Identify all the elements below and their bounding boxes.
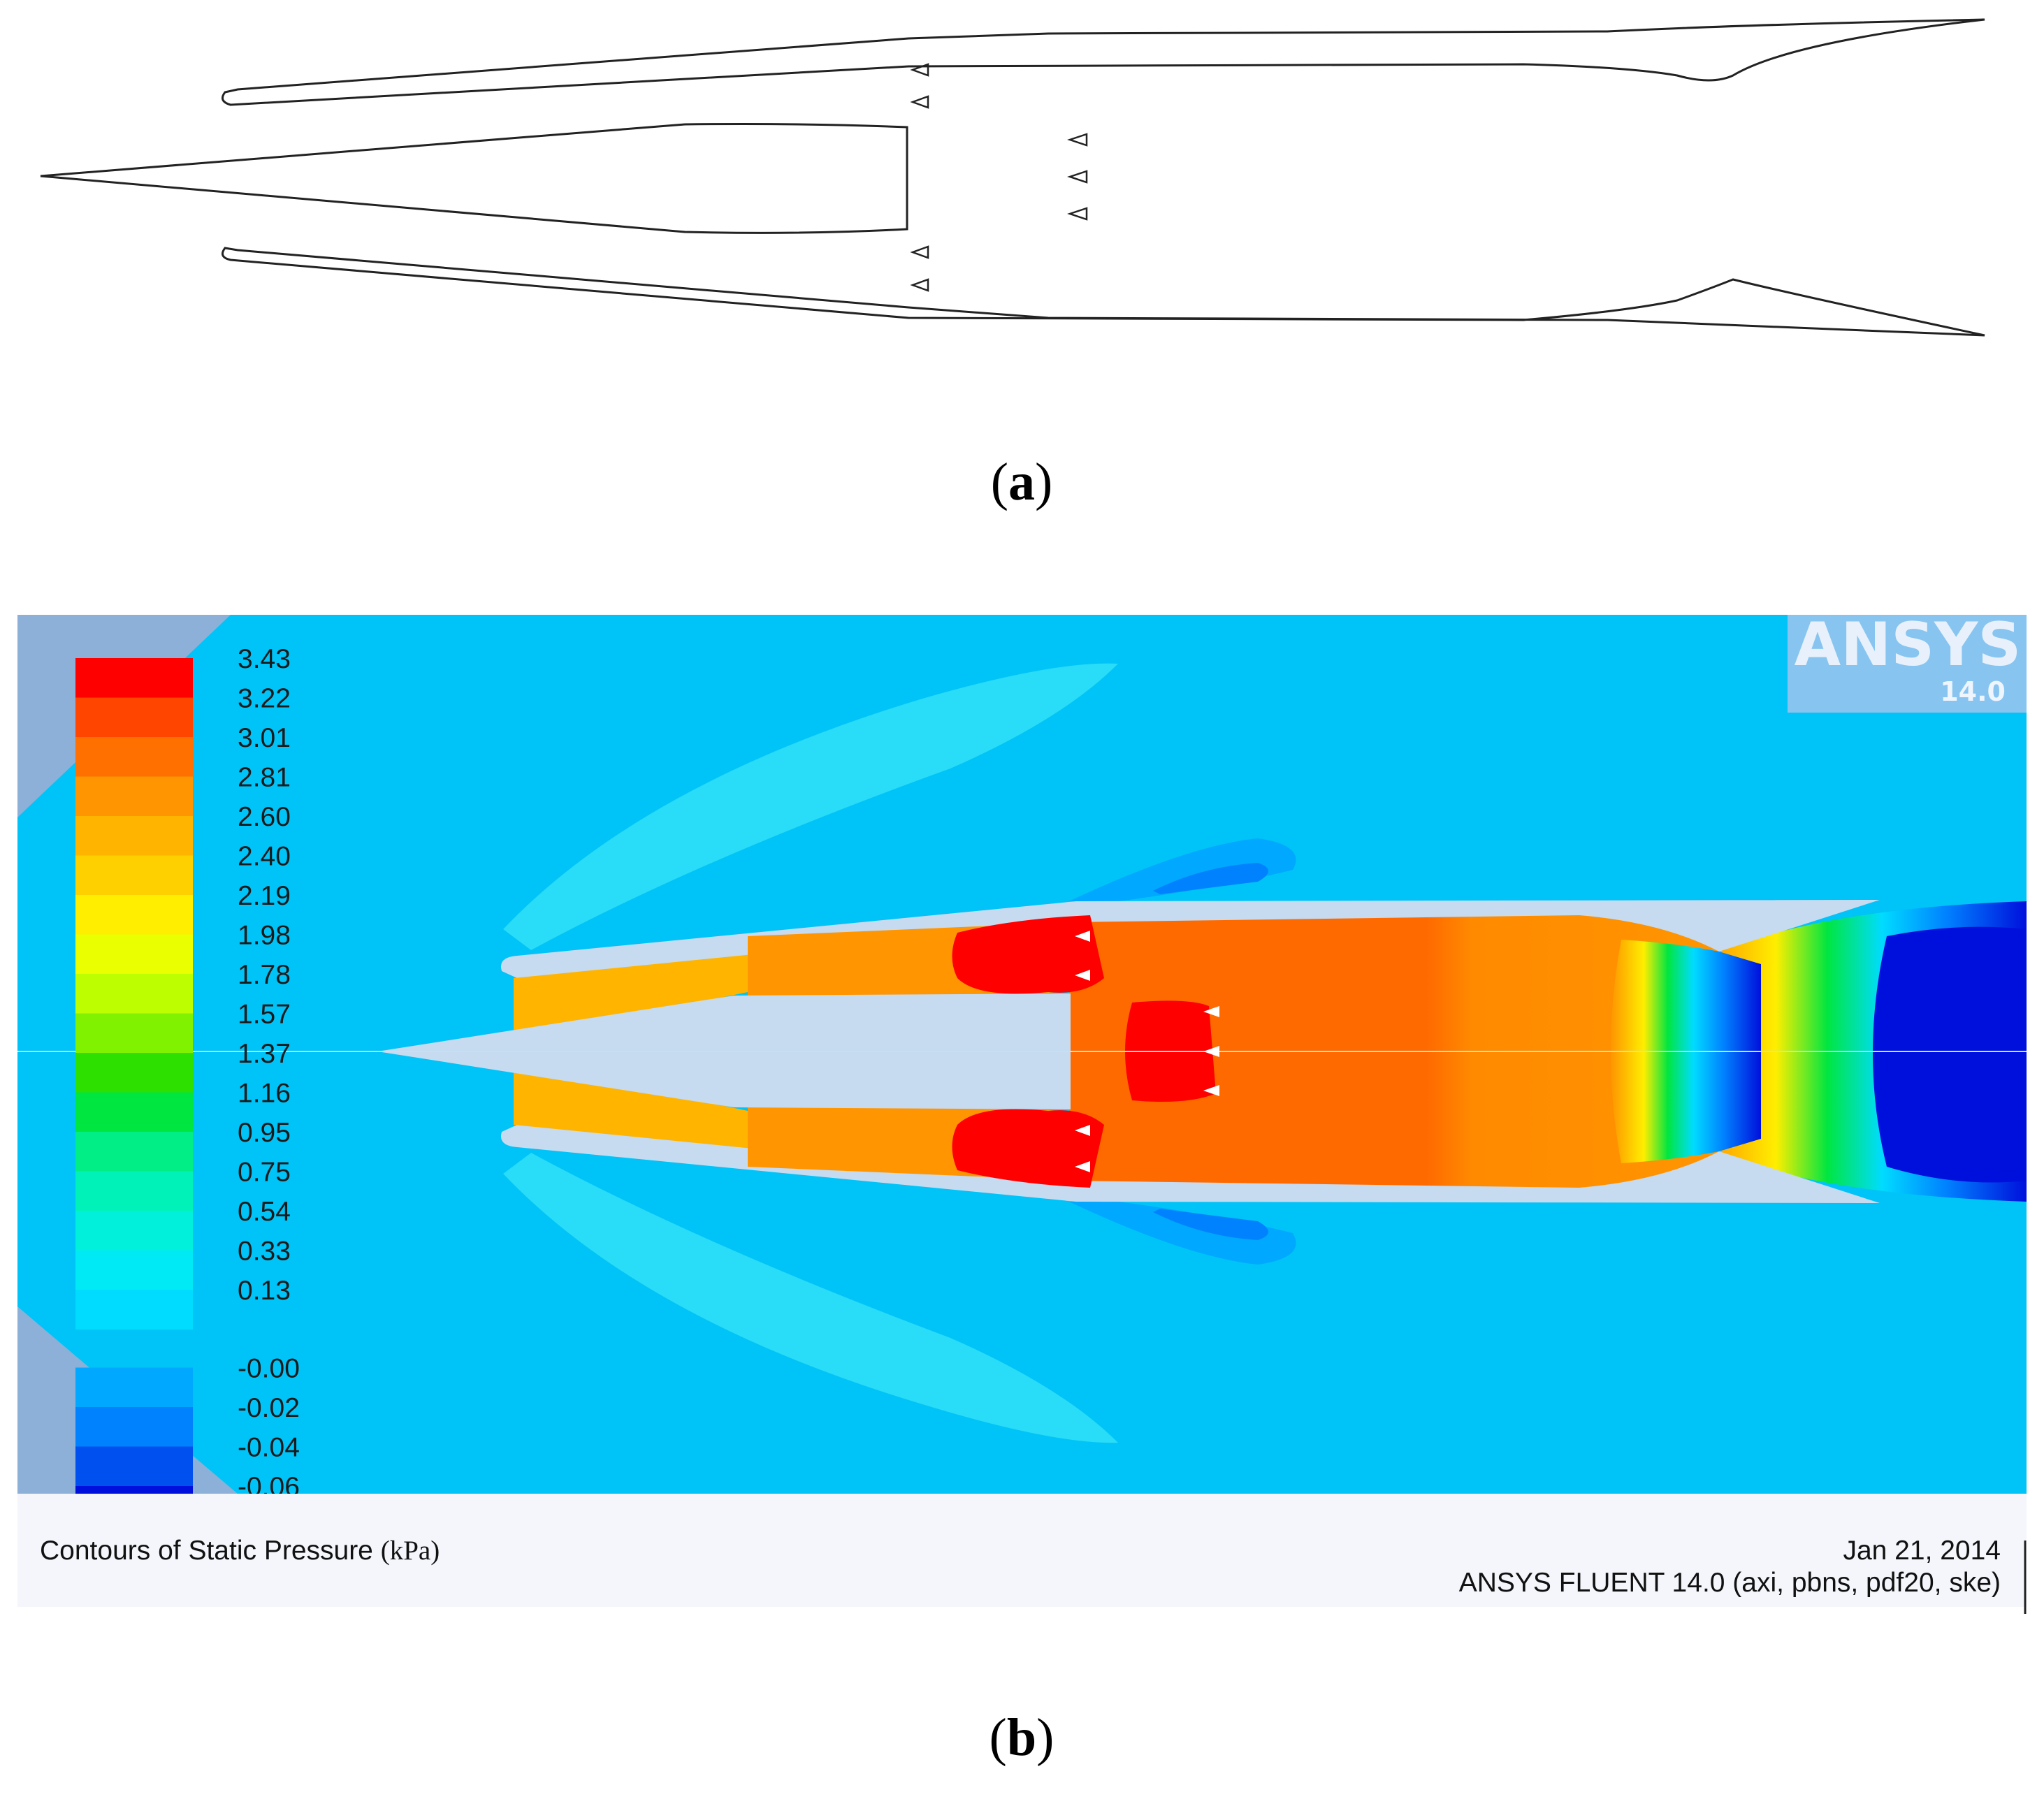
plot-caption: Contours of Static Pressure (kPa) xyxy=(40,1536,440,1566)
panel-a-geometry xyxy=(40,18,1985,337)
legend-swatch xyxy=(75,855,193,896)
lower-shock-lobe xyxy=(503,1153,1118,1443)
upper-cowl-outline xyxy=(221,18,1985,106)
plot-footer xyxy=(17,1494,2027,1607)
legend-swatch xyxy=(75,1250,193,1290)
panel-b-injectors xyxy=(1075,931,1219,1172)
legend-label: 2.81 xyxy=(238,763,291,793)
injector-icon xyxy=(1067,133,1088,147)
legend-label: 2.40 xyxy=(238,842,291,872)
legend-label: 3.22 xyxy=(238,684,291,714)
lower-expansion-band xyxy=(1069,1202,1296,1265)
injector-icon xyxy=(1075,1161,1090,1172)
legend-swatch xyxy=(75,697,193,738)
injector-icon xyxy=(910,63,929,77)
panel-b-label: (b) xyxy=(990,1708,1054,1767)
upper-shock-lobe xyxy=(503,663,1118,950)
injector-icon xyxy=(910,245,929,259)
legend-label: 1.78 xyxy=(238,960,291,990)
injector-icon xyxy=(1203,1006,1219,1017)
lower-cowl-outline xyxy=(221,247,1985,337)
panel-b-contour-plot xyxy=(17,615,2027,1494)
injector-icon xyxy=(1067,207,1088,221)
injector-icon xyxy=(910,278,929,292)
injector-icon xyxy=(1075,970,1090,981)
legend-swatch xyxy=(75,1013,193,1054)
legend-label: 1.98 xyxy=(238,921,291,951)
legend-label: 0.54 xyxy=(238,1197,291,1227)
legend-swatch xyxy=(75,934,193,975)
legend-label: 3.01 xyxy=(238,723,291,753)
legend-label: 0.13 xyxy=(238,1276,291,1306)
legend-swatch xyxy=(75,1367,193,1408)
legend-label: 2.60 xyxy=(238,802,291,832)
ansys-logo-name: ANSYS xyxy=(1795,610,2022,680)
injector-icon xyxy=(1075,931,1090,942)
legend-swatch xyxy=(75,658,193,698)
lower-high-pressure-zone xyxy=(952,1109,1104,1188)
legend-swatch xyxy=(75,816,193,856)
legend-label: 1.16 xyxy=(238,1079,291,1109)
color-legend: 3.43 3.22 3.01 2.81 2.60 2.40 2.19 1.98 1.78 1.57… xyxy=(75,644,300,1526)
injector-icon xyxy=(910,95,929,109)
legend-label: 1.37 xyxy=(238,1039,291,1069)
legend-label: -0.04 xyxy=(238,1433,300,1463)
legend-swatch xyxy=(75,1290,193,1330)
upper-expansion-band-2 xyxy=(1153,863,1268,894)
legend-label: 0.95 xyxy=(238,1118,291,1148)
injector-icon xyxy=(1067,170,1088,184)
legend-swatch xyxy=(75,1092,193,1132)
legend-label: 0.33 xyxy=(238,1237,291,1267)
plot-software: ANSYS FLUENT 14.0 (axi, pbns, pdf20, ske… xyxy=(1459,1568,2001,1598)
legend-swatch xyxy=(75,1446,193,1487)
legend-label: 0.75 xyxy=(238,1158,291,1188)
injector-icon xyxy=(1203,1085,1219,1096)
injector-icon xyxy=(1203,1046,1219,1057)
legend-swatch xyxy=(75,1407,193,1447)
legend-label: 3.43 xyxy=(238,644,291,674)
lower-expansion-band-2 xyxy=(1153,1209,1268,1240)
legend-label: 2.19 xyxy=(238,881,291,911)
legend-swatch xyxy=(75,776,193,817)
legend-swatch xyxy=(75,737,193,777)
injector-icon xyxy=(1075,1125,1090,1136)
legend-label: -0.02 xyxy=(238,1393,300,1423)
legend-label: -0.00 xyxy=(238,1354,300,1384)
plume-core xyxy=(1873,926,2027,1183)
ansys-logo-version: 14.0 xyxy=(1940,676,2006,707)
upper-expansion-band xyxy=(1069,838,1296,901)
center-body-outline xyxy=(40,123,908,234)
plot-date: Jan 21, 2014 xyxy=(1843,1536,2001,1566)
panel-a-label: (a) xyxy=(991,453,1053,511)
legend-swatch xyxy=(75,1171,193,1211)
ansys-logo: ANSYS 14.0 xyxy=(1788,610,2027,713)
legend-swatch xyxy=(75,1053,193,1093)
legend-label: 1.57 xyxy=(238,1000,291,1030)
panel-a-injectors xyxy=(910,63,1088,292)
upper-high-pressure-zone xyxy=(952,915,1104,994)
legend-swatch xyxy=(75,1211,193,1251)
legend-swatch xyxy=(75,895,193,935)
legend-swatch xyxy=(75,974,193,1014)
legend-swatch xyxy=(75,1132,193,1172)
